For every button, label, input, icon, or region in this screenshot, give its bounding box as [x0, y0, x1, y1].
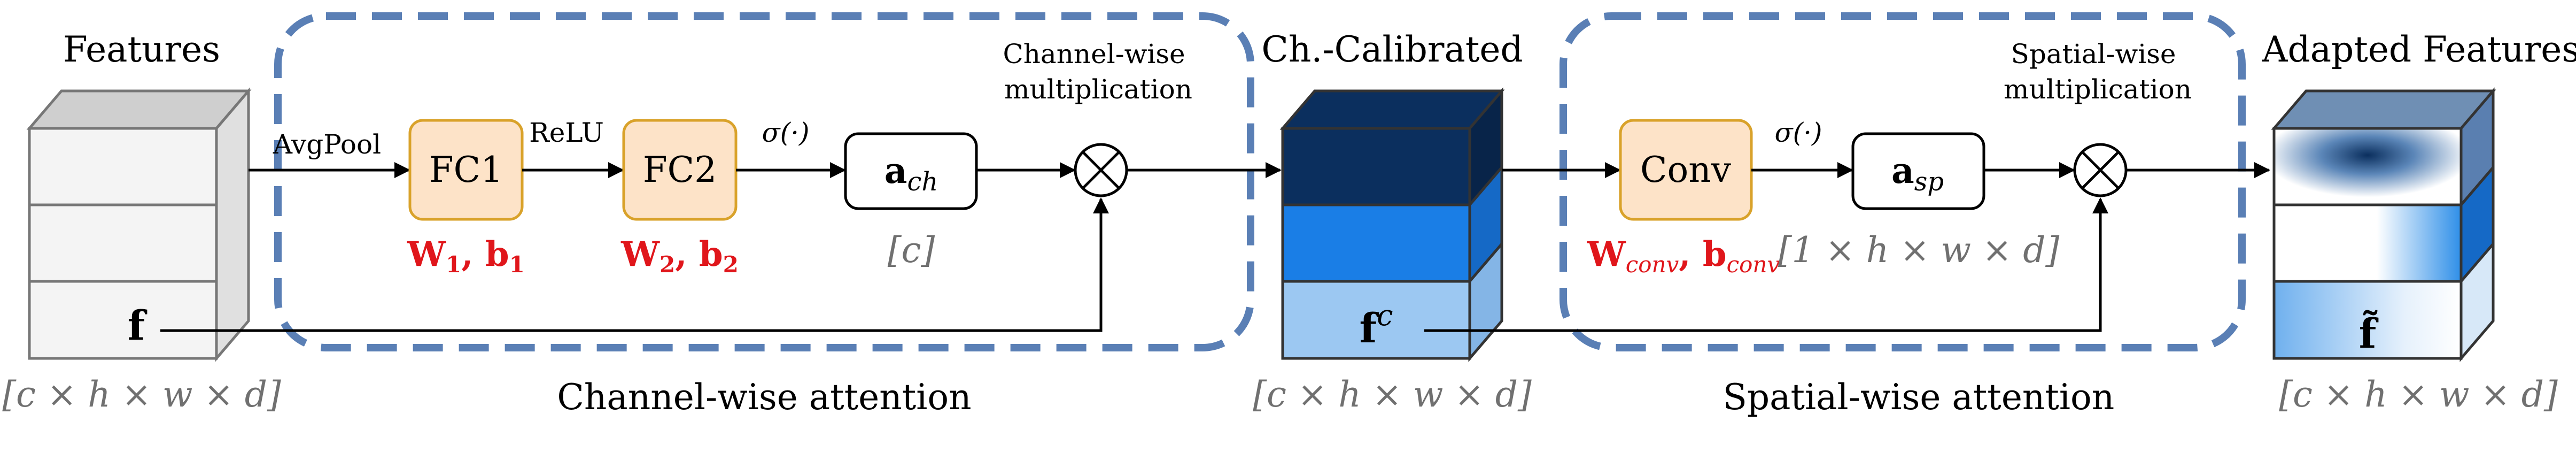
ach-label: ach — [884, 150, 938, 197]
channel-multiply-icon — [1074, 143, 1128, 197]
input-dims: [c × h × w × d] — [2, 374, 281, 415]
conv-label: Conv — [1640, 149, 1732, 190]
skip-connection-fc — [1424, 197, 2108, 332]
sigma-label-ch: σ(·) — [762, 117, 809, 148]
asp-label: asp — [1891, 150, 1944, 197]
adapted-feature-cube — [2271, 87, 2496, 362]
avgpool-label: AvgPool — [273, 129, 381, 160]
fc1-label: FC1 — [429, 149, 503, 190]
input-title: Features — [63, 29, 220, 70]
calibrated-feature-cube — [1279, 87, 1505, 362]
calibrated-dims: [c × h × w × d] — [1253, 374, 1532, 415]
fc2-params: W2, b2 — [620, 234, 739, 278]
fc2-label: FC2 — [643, 149, 717, 190]
spatial-attention-caption: Spatial-wise attention — [1723, 377, 2115, 418]
input-feature-cube — [26, 87, 252, 362]
input-var: f — [128, 302, 148, 349]
sigma-label-sp: σ(·) — [1774, 117, 1822, 148]
calibrated-var: fc — [1360, 298, 1393, 352]
relu-label: ReLU — [529, 117, 604, 148]
ach-dims: [c] — [888, 229, 935, 271]
spatial-multiply-icon — [2073, 143, 2128, 197]
conv-params: Wconv, bconv — [1587, 234, 1780, 278]
spatial-mult-label: Spatial-wise multiplication — [2004, 39, 2192, 105]
skip-connection-f — [160, 197, 1109, 332]
channel-attention-caption: Channel-wise attention — [557, 377, 971, 418]
adapted-var: f̃ — [2359, 310, 2379, 357]
asp-dims: [1 × h × w × d] — [1778, 229, 2060, 271]
adapted-dims: [c × h × w × d] — [2279, 374, 2558, 415]
calibrated-title: Ch.-Calibrated — [1261, 29, 1523, 70]
fc1-params: W1, b1 — [407, 234, 525, 278]
adapted-title: Adapted Features — [2262, 29, 2576, 70]
channel-attention-region — [274, 12, 1254, 351]
channel-mult-label: Channel-wise multiplication — [1003, 39, 1193, 105]
spatial-attention-region — [1559, 12, 2246, 351]
